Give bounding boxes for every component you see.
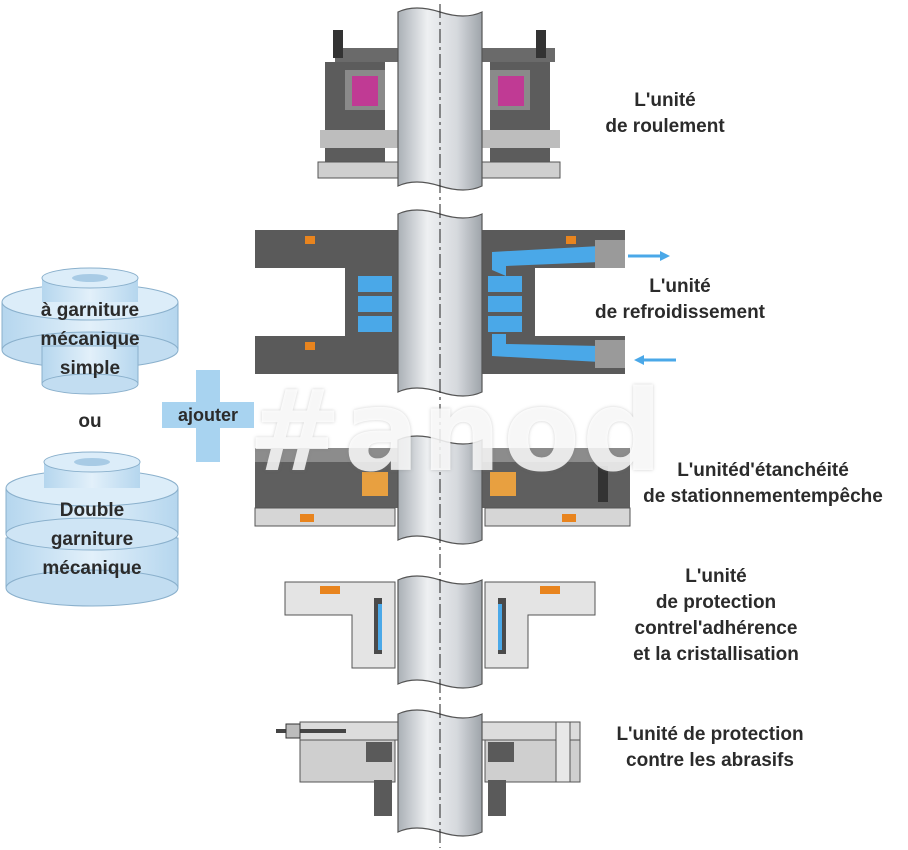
plus-bar [162,402,254,428]
bolt-icon [333,30,343,58]
single-seal-label: à garniture mécanique simple [40,300,140,379]
bearing-roller-right [498,76,524,106]
watermark: #anod [248,367,665,497]
seal-piston-left [362,472,388,496]
bolt-icon [536,30,546,58]
coolant-inlet-channel [492,334,600,362]
cooling-chamber-left [358,276,392,292]
bearing-roller-left [352,76,378,106]
double-seal-label: Double garniture mécanique [42,500,142,579]
cooling-unit [255,230,676,374]
or-label: ou [78,411,102,432]
shaft [397,4,483,848]
coolant-outlet-channel [492,246,600,276]
seal-piston-right [490,472,516,496]
add-label: ajouter [177,405,238,425]
bolt-icon [598,466,608,502]
single-seal-ring [1,267,179,395]
anti-crystallization-unit [284,581,596,669]
bearing-unit-label: L'unité de roulement [605,90,725,137]
bearing-unit [317,30,561,179]
abrasive-protection-label: L'unité de protection contre les abrasif… [616,724,804,771]
double-seal-ring [5,451,179,607]
standby-seal-label: L'unitéd'étanchéité de stationnementempê… [643,460,883,507]
cooling-chamber-right [488,276,522,292]
anti-crystallization-label: L'unité de protection contrel'adhérence … [633,566,799,665]
cooling-unit-label: L'unité de refroidissement [595,276,765,323]
